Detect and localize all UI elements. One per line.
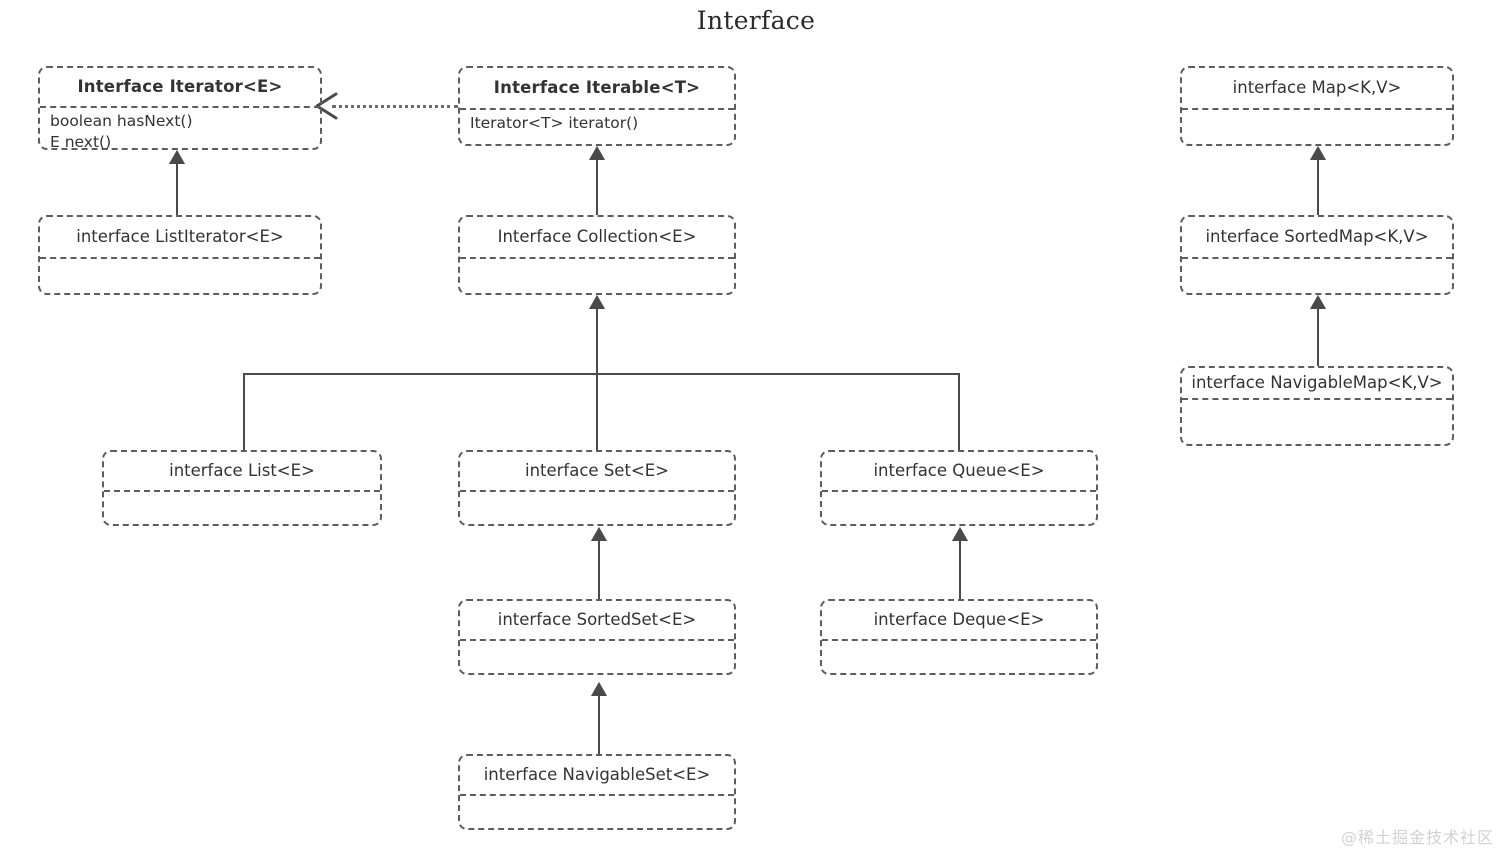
connector-collection-trunk — [596, 309, 598, 375]
class-box-iterator[interactable]: Interface Iterator<E> boolean hasNext() … — [38, 66, 322, 152]
class-title-collection: Interface Collection<E> — [460, 217, 734, 259]
connector-collection-to-iterable — [596, 160, 598, 215]
class-body-list — [104, 492, 380, 495]
class-box-navigableset[interactable]: interface NavigableSet<E> — [458, 754, 736, 830]
class-box-list[interactable]: interface List<E> — [102, 450, 382, 526]
connector-sortedmap-to-map — [1317, 160, 1319, 215]
class-title-list: interface List<E> — [104, 452, 380, 492]
connector-sortedset-to-set — [598, 541, 600, 599]
connector-listiterator-to-iterator — [176, 164, 178, 215]
page-title: Interface — [696, 6, 816, 35]
connector-drop-to-list — [243, 373, 245, 451]
member-next: E next() — [50, 132, 112, 151]
connector-collection-bus — [243, 373, 959, 375]
connector-drop-to-queue — [958, 373, 960, 451]
class-box-navigablemap[interactable]: interface NavigableMap<K,V> — [1180, 366, 1454, 446]
class-body-navigableset — [460, 796, 734, 799]
connector-iterable-to-iterator — [332, 105, 458, 108]
connector-deque-to-queue — [959, 541, 961, 599]
class-title-sortedset: interface SortedSet<E> — [460, 601, 734, 641]
class-title-listiterator: interface ListIterator<E> — [40, 217, 320, 259]
member-iterator: Iterator<T> iterator() — [470, 114, 639, 132]
class-body-map — [1182, 110, 1452, 113]
class-title-navigablemap: interface NavigableMap<K,V> — [1182, 368, 1452, 400]
class-box-map[interactable]: interface Map<K,V> — [1180, 66, 1454, 146]
class-title-iterator: Interface Iterator<E> — [40, 68, 320, 108]
watermark: @稀土掘金技术社区 — [1340, 828, 1494, 847]
class-title-sortedmap: interface SortedMap<K,V> — [1182, 217, 1452, 259]
connector-navigablemap-to-sortedmap — [1317, 309, 1319, 366]
class-box-set[interactable]: interface Set<E> — [458, 450, 736, 526]
connector-navigableset-to-sortedset — [598, 696, 600, 754]
class-title-navigableset: interface NavigableSet<E> — [460, 756, 734, 796]
class-body-iterator: boolean hasNext() E next() — [40, 108, 320, 152]
class-body-collection — [460, 259, 734, 262]
class-body-iterable: Iterator<T> iterator() — [460, 110, 734, 134]
class-title-set: interface Set<E> — [460, 452, 734, 492]
class-box-collection[interactable]: Interface Collection<E> — [458, 215, 736, 295]
class-title-iterable: Interface Iterable<T> — [460, 68, 734, 110]
class-body-navigablemap — [1182, 400, 1452, 403]
member-hasnext: boolean hasNext() — [50, 112, 193, 130]
class-box-listiterator[interactable]: interface ListIterator<E> — [38, 215, 322, 295]
class-title-map: interface Map<K,V> — [1182, 68, 1452, 110]
class-box-deque[interactable]: interface Deque<E> — [820, 599, 1098, 675]
class-box-queue[interactable]: interface Queue<E> — [820, 450, 1098, 526]
class-box-iterable[interactable]: Interface Iterable<T> Iterator<T> iterat… — [458, 66, 736, 146]
class-body-sortedset — [460, 641, 734, 644]
class-body-set — [460, 492, 734, 495]
class-title-queue: interface Queue<E> — [822, 452, 1096, 492]
class-body-queue — [822, 492, 1096, 495]
class-title-deque: interface Deque<E> — [822, 601, 1096, 641]
class-box-sortedmap[interactable]: interface SortedMap<K,V> — [1180, 215, 1454, 295]
class-box-sortedset[interactable]: interface SortedSet<E> — [458, 599, 736, 675]
class-body-listiterator — [40, 259, 320, 262]
class-body-deque — [822, 641, 1096, 644]
connector-drop-to-set — [596, 373, 598, 451]
class-body-sortedmap — [1182, 259, 1452, 262]
